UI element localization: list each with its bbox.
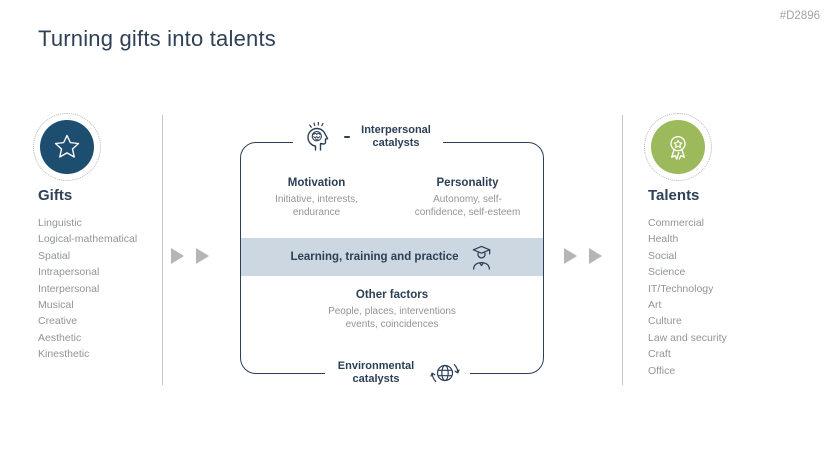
page-title: Turning gifts into talents (38, 26, 276, 51)
motivation-title: Motivation (287, 177, 346, 189)
star-icon (40, 120, 94, 174)
gifts-list: Linguistic Logical-mathematical Spatial … (38, 215, 137, 363)
talent-item: Office (648, 364, 676, 377)
interpersonal-catalysts-label: Interpersonal catalysts (361, 124, 431, 149)
talent-item: IT/Technology (648, 282, 714, 295)
gift-item: Intrapersonal (38, 266, 100, 279)
talent-item: Commercial (648, 217, 705, 229)
gift-item: Interpersonal (38, 282, 100, 295)
gifts-heading: Gifts (38, 187, 73, 204)
talent-item: Health (648, 233, 679, 246)
forward-arrow-icon (171, 248, 184, 264)
motivation-cell: Motivation Initiative, interests, endura… (241, 177, 392, 219)
talent-item: Social (648, 249, 677, 262)
graduate-icon (469, 244, 494, 271)
personality-cell: Personality Autonomy, self- confidence, … (392, 177, 543, 219)
catalysts-box: Interpersonal catalysts Motivation Initi… (240, 118, 544, 390)
slide-id: #D2896 (779, 10, 820, 22)
gift-item: Creative (38, 315, 78, 328)
dash (344, 136, 350, 138)
right-arrows (564, 248, 602, 264)
motivation-subtitle: Initiative, interests, endurance (275, 194, 358, 218)
forward-arrow-icon (196, 248, 209, 264)
talent-item: Craft (648, 348, 671, 361)
head-brain-icon (300, 118, 338, 156)
environmental-catalysts-label: Environmental catalysts (337, 360, 415, 385)
personality-subtitle: Autonomy, self- confidence, self-esteem (414, 194, 521, 218)
forward-arrow-icon (564, 248, 577, 264)
other-factors-title: Other factors (355, 289, 429, 301)
right-divider (622, 115, 623, 385)
gift-item: Musical (38, 299, 74, 312)
left-arrows (171, 248, 209, 264)
gift-item: Aesthetic (38, 331, 82, 344)
talent-item: Science (648, 266, 686, 279)
gift-item: Spatial (38, 249, 71, 262)
forward-arrow-icon (589, 248, 602, 264)
other-factors-cell: Other factors People, places, interventi… (241, 289, 543, 331)
interpersonal-catalysts-group: Interpersonal catalysts (293, 118, 443, 156)
learning-band-title: Learning, training and practice (290, 251, 459, 263)
personality-title: Personality (436, 177, 499, 189)
gift-item: Logical-mathematical (38, 233, 138, 246)
environmental-catalysts-group: Environmental catalysts (325, 356, 470, 390)
talents-heading: Talents (648, 187, 700, 204)
learning-band: Learning, training and practice (241, 238, 543, 276)
other-factors-subtitle: People, places, interventions events, co… (328, 306, 456, 330)
left-divider (162, 115, 163, 385)
talents-icon-ring (644, 113, 712, 181)
talents-list: Commercial Health Social Science IT/Tech… (648, 215, 727, 379)
gifts-icon-ring (33, 113, 101, 181)
gift-item: Linguistic (38, 217, 82, 229)
talent-item: Culture (648, 315, 682, 328)
globe-icon (428, 356, 462, 390)
medal-icon (651, 120, 705, 174)
factors-row: Motivation Initiative, interests, endura… (241, 177, 543, 219)
gift-item: Kinesthetic (38, 348, 90, 361)
talent-item: Law and security (648, 331, 727, 344)
talent-item: Art (648, 299, 662, 312)
